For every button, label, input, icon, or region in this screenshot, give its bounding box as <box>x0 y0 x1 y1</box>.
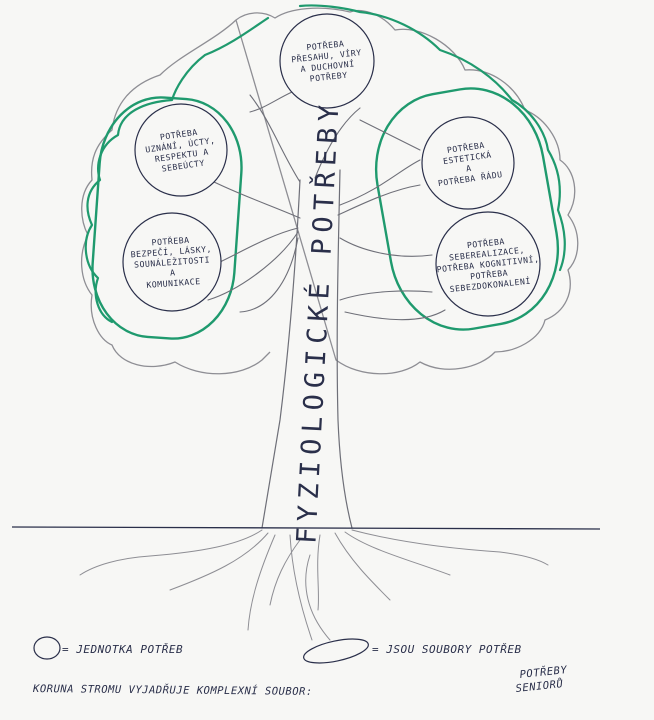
caption-main: KORUNA STROMU VYJADŘUJE KOMPLEXNÍ SOUBOR… <box>32 682 313 698</box>
legend-oval-icon <box>303 638 369 664</box>
need-label-line: POTŘEBA <box>306 37 345 52</box>
need-label-line: A <box>170 267 176 277</box>
left-needs-group-oval <box>91 96 243 340</box>
need-circles <box>122 13 541 317</box>
need-circle-left-upper <box>134 103 228 197</box>
need-circle-right-lower <box>435 211 541 317</box>
caption: KORUNA STROMU VYJADŘUJE KOMPLEXNÍ SOUBOR… <box>32 663 568 698</box>
legend: = JEDNOTKA POTŘEB = JSOU SOUBORY POTŘEB <box>33 636 522 664</box>
legend-oval-text: = JSOU SOUBORY POTŘEB <box>372 643 522 656</box>
tree-trunk <box>261 169 353 529</box>
need-label-line: KOMUNIKACE <box>146 276 201 290</box>
need-circle-right-upper <box>421 116 515 210</box>
ground-line <box>11 526 601 530</box>
need-label-line: POTŘEBA <box>446 139 485 155</box>
tree-roots <box>79 529 549 641</box>
need-label-line: POTŘEBY <box>309 69 348 84</box>
need-label-line: POTŘEBA <box>470 266 509 281</box>
right-needs-group-oval <box>374 87 560 331</box>
need-label-top: POTŘEBAPŘESAHU, VÍRYA DUCHOVNÍPOTŘEBY <box>290 36 365 86</box>
need-label-line: POTŘEBA <box>151 234 190 248</box>
need-circle-left-lower <box>122 212 222 312</box>
need-circle-top <box>279 13 375 109</box>
tree-branches <box>207 91 446 321</box>
legend-circle-text: = JEDNOTKA POTŘEB <box>62 643 183 656</box>
caption-end-line2: SENIORŮ <box>515 677 564 695</box>
caption-end-line1: POTŘEBY <box>519 663 568 681</box>
need-label-line: POTŘEBA <box>466 235 505 250</box>
legend-circle-icon <box>33 636 61 660</box>
need-label-line: POTŘEBA <box>159 126 198 142</box>
need-label-line: A <box>465 163 472 174</box>
need-label-line: SOUNÁLEŽITOSTI <box>134 253 211 269</box>
